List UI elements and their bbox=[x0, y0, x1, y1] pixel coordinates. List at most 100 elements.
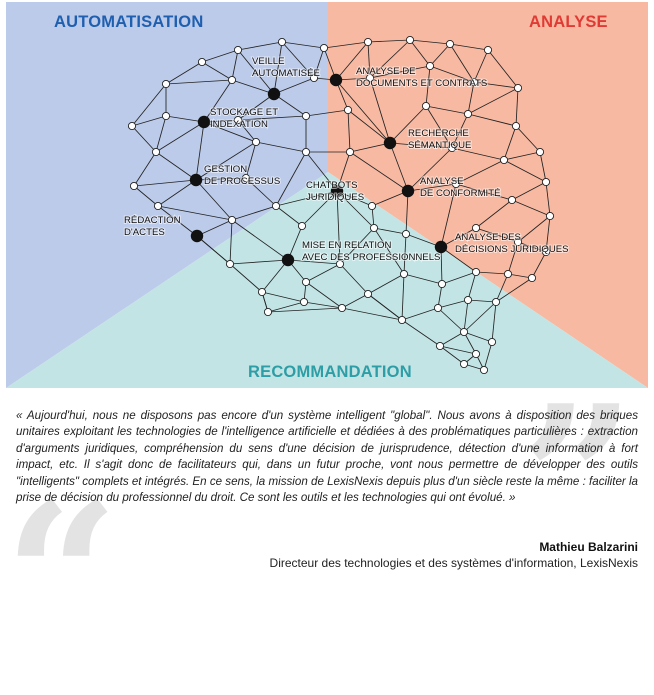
network-node bbox=[153, 201, 163, 211]
network-edge bbox=[439, 345, 465, 365]
network-node bbox=[251, 137, 261, 147]
network-edge bbox=[195, 141, 257, 181]
network-edge bbox=[503, 159, 547, 183]
network-key-nodes bbox=[189, 73, 448, 267]
network-edge bbox=[437, 283, 443, 309]
network-node bbox=[433, 303, 443, 313]
network-edge bbox=[336, 190, 341, 265]
network-node bbox=[527, 273, 537, 283]
network-edge bbox=[440, 246, 477, 273]
network-edge bbox=[195, 121, 205, 181]
network-edge bbox=[267, 301, 305, 313]
network-edge bbox=[451, 147, 505, 161]
key-node-analyse-documents bbox=[329, 73, 343, 87]
network-edge bbox=[517, 241, 547, 253]
network-edge bbox=[157, 179, 197, 207]
network-edge bbox=[495, 277, 533, 303]
network-node bbox=[451, 179, 461, 189]
network-edge bbox=[517, 215, 551, 243]
network-edge bbox=[261, 259, 289, 293]
network-edge bbox=[369, 39, 411, 79]
network-edge bbox=[401, 319, 441, 347]
network-edge bbox=[347, 109, 351, 153]
network-node bbox=[463, 109, 473, 119]
network-edge bbox=[405, 233, 442, 248]
network-node bbox=[535, 147, 545, 157]
network-edge bbox=[531, 251, 547, 279]
network-edge bbox=[155, 151, 197, 181]
network-edge bbox=[195, 179, 233, 221]
network-edge bbox=[389, 105, 427, 144]
quote-text: « Aujourd'hui, nous ne disposons pas enc… bbox=[16, 409, 638, 505]
key-node-recherche bbox=[383, 136, 397, 150]
key-node-redaction bbox=[190, 229, 204, 243]
analyse-zone bbox=[328, 2, 648, 388]
network-node bbox=[127, 121, 137, 131]
network-node bbox=[345, 147, 355, 157]
node-label-line: DE CONFORMITÉ bbox=[420, 188, 500, 199]
network-edge bbox=[305, 109, 349, 117]
key-node-stockage bbox=[197, 115, 211, 129]
node-label-line: GESTION bbox=[204, 164, 247, 175]
network-edge bbox=[229, 219, 233, 265]
network-edge bbox=[487, 49, 519, 89]
network-edge bbox=[229, 259, 289, 265]
network-edge bbox=[195, 177, 247, 181]
network-edge bbox=[483, 341, 493, 371]
network-edge bbox=[405, 190, 409, 235]
key-node-chatbots bbox=[330, 184, 344, 198]
network-edge bbox=[467, 113, 517, 127]
network-edge bbox=[301, 190, 338, 227]
network-node bbox=[225, 259, 235, 269]
network-edge bbox=[273, 41, 283, 95]
network-node bbox=[363, 289, 373, 299]
network-edge bbox=[201, 61, 233, 81]
network-small-nodes bbox=[127, 35, 555, 375]
network-node bbox=[233, 115, 243, 125]
network-edge bbox=[349, 142, 391, 153]
network-edge bbox=[305, 281, 343, 309]
network-node bbox=[405, 35, 415, 45]
network-edge bbox=[281, 41, 325, 49]
network-edge bbox=[463, 331, 477, 355]
network-edge bbox=[429, 43, 451, 67]
network-node bbox=[227, 215, 237, 225]
network-edge bbox=[275, 151, 307, 207]
network-node bbox=[151, 147, 161, 157]
network-edge bbox=[437, 299, 469, 309]
network-edge bbox=[273, 77, 315, 95]
node-label-line: ANALYSE DES bbox=[455, 232, 521, 243]
network-edge bbox=[237, 41, 283, 51]
network-node bbox=[161, 111, 171, 121]
network-node bbox=[437, 279, 447, 289]
network-edge bbox=[196, 235, 231, 265]
network-node bbox=[513, 237, 523, 247]
network-node bbox=[459, 327, 469, 337]
network-edge bbox=[367, 293, 403, 321]
network-edge bbox=[336, 190, 375, 229]
network-edge bbox=[341, 307, 403, 321]
network-edge bbox=[131, 125, 157, 153]
network-edge bbox=[449, 43, 475, 83]
automatisation-label: AUTOMATISATION bbox=[54, 13, 203, 31]
node-label-line: INDEXATION bbox=[210, 119, 268, 130]
network-edge bbox=[425, 105, 453, 149]
network-edge bbox=[467, 81, 475, 115]
network-edge bbox=[425, 65, 431, 107]
network-edge bbox=[196, 219, 233, 237]
node-label-line: ANALYSE DE bbox=[356, 66, 416, 77]
network-node bbox=[335, 259, 345, 269]
network-edge bbox=[371, 190, 409, 207]
network-edge bbox=[441, 271, 477, 285]
network-node bbox=[397, 315, 407, 325]
network-edge bbox=[133, 185, 159, 207]
recommandation-label: RECOMMANDATION bbox=[248, 363, 412, 381]
network-edge bbox=[409, 39, 451, 45]
network-edge bbox=[473, 49, 489, 83]
network-edge bbox=[449, 43, 489, 51]
